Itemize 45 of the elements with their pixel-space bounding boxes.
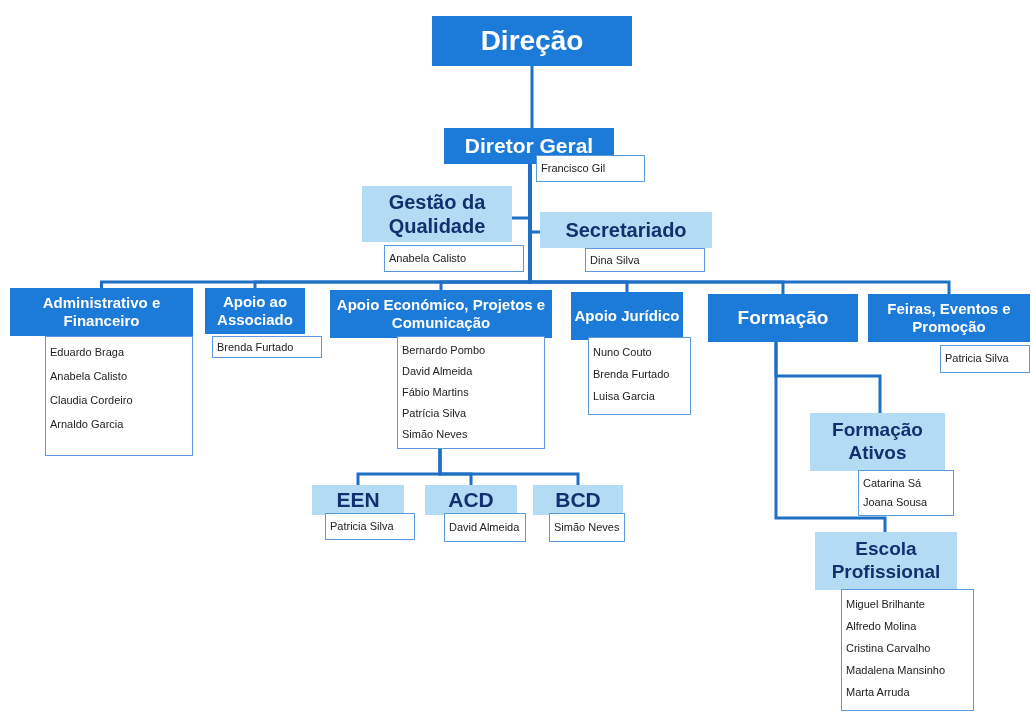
person-name: Dina Silva (590, 253, 641, 268)
connector-line (438, 449, 580, 485)
person-name: Patrícia Silva (402, 406, 468, 421)
person-name: David Almeida (402, 364, 474, 379)
person-name: Miguel Brilhante (846, 597, 926, 612)
person-name: Francisco Gil (541, 161, 607, 176)
unit-box: Gestão da Qualidade (362, 186, 512, 242)
person-name: Madalena Mansinho (846, 663, 947, 678)
person-name: Brenda Furtado (593, 367, 671, 382)
unit-box: Formação (708, 294, 858, 342)
person-name: Simão Neves (554, 520, 620, 535)
person-name: Marta Arruda (846, 685, 911, 700)
connector-line (530, 66, 534, 128)
unit-box: Formação Ativos (810, 413, 945, 471)
person-name: Fábio Martins (402, 385, 470, 400)
unit-box: Apoio Económico, Projetos e Comunicação (330, 290, 552, 338)
person-name: Cristina Carvalho (846, 641, 932, 656)
unit-box: Diretor Geral (444, 128, 614, 164)
unit-box: Secretariado (540, 212, 712, 248)
person-name: Alfredo Molina (846, 619, 918, 634)
person-name: Brenda Furtado (217, 340, 295, 354)
unit-box: Apoio Jurídico (571, 292, 683, 340)
person-name: Joana Sousa (863, 495, 929, 510)
person-name: Patricia Silva (945, 351, 1010, 366)
person-name: Bernardo Pombo (402, 343, 487, 358)
unit-box: Escola Profissional (815, 532, 957, 590)
person-name: Eduardo Braga (50, 345, 125, 360)
person-name: Anabela Calisto (389, 251, 468, 266)
unit-box: Feiras, Eventos e Promoção (868, 294, 1030, 342)
unit-box: Administrativo e Financeiro (10, 288, 193, 336)
unit-box: EEN (312, 485, 404, 515)
person-name: Patricia Silva (330, 519, 395, 534)
person-name: Catarina Sá (863, 476, 923, 491)
connector-line (774, 342, 887, 532)
person-name: Luisa Garcia (593, 389, 656, 404)
person-name: Claudia Cordeiro (50, 393, 134, 408)
person-name: David Almeida (449, 520, 521, 535)
person-name: Nuno Couto (593, 345, 653, 360)
person-name: Arnaldo Garcia (50, 417, 125, 432)
person-name: Anabela Calisto (50, 369, 129, 384)
unit-box: ACD (425, 485, 517, 515)
unit-box: Direção (432, 16, 632, 66)
unit-box: Apoio ao Associado (205, 288, 305, 334)
unit-box: BCD (533, 485, 623, 515)
person-name: Simão Neves (402, 427, 469, 442)
